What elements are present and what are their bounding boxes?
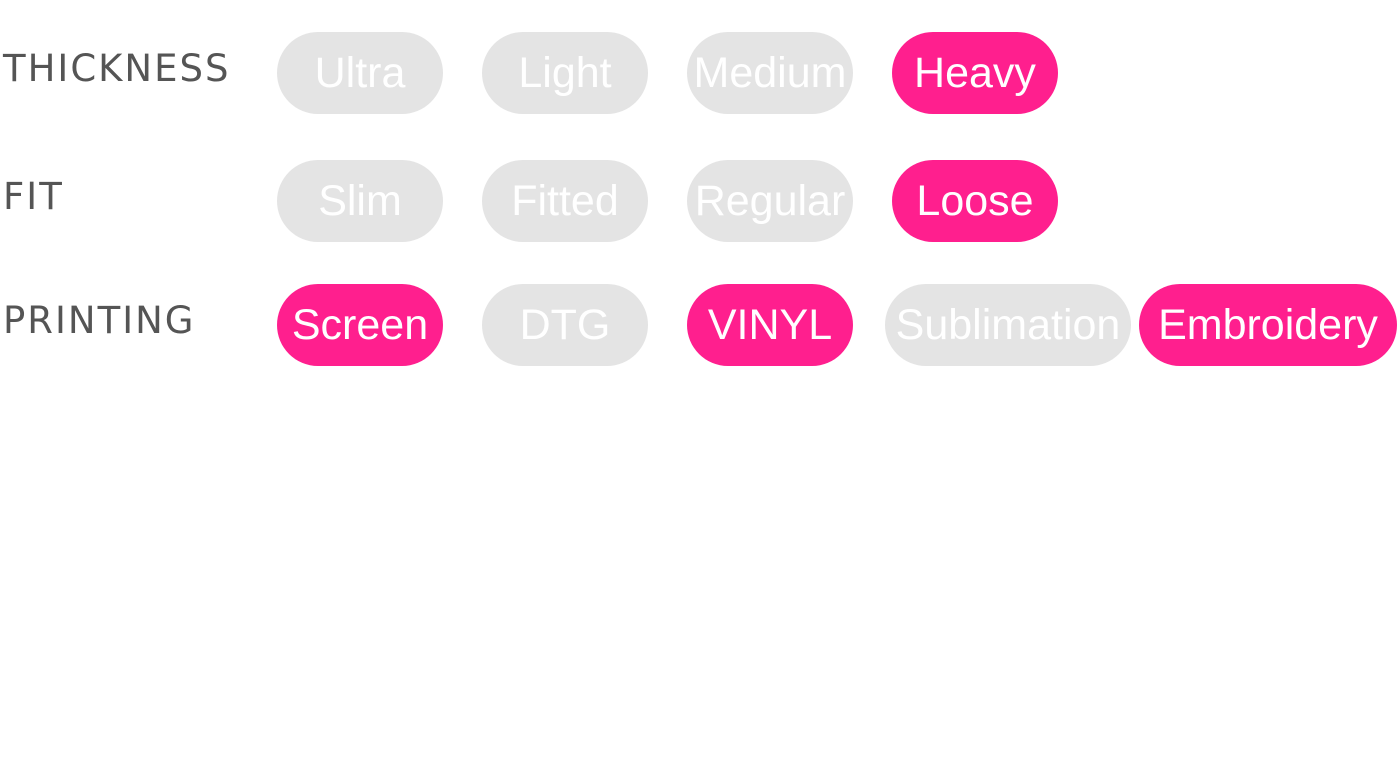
printing-option-sublimation[interactable]: Sublimation — [885, 284, 1131, 366]
printing-option-vinyl[interactable]: VINYL — [687, 284, 853, 366]
printing-option-dtg[interactable]: DTG — [482, 284, 648, 366]
fit-option-regular[interactable]: Regular — [687, 160, 853, 242]
fit-option-slim[interactable]: Slim — [277, 160, 443, 242]
fit-option-loose[interactable]: Loose — [892, 160, 1058, 242]
printing-option-embroidery[interactable]: Embroidery — [1139, 284, 1397, 366]
fit-label: FIT — [3, 175, 64, 218]
thickness-option-medium[interactable]: Medium — [687, 32, 853, 114]
printing-label: PRINTING — [3, 299, 196, 342]
fit-option-fitted[interactable]: Fitted — [482, 160, 648, 242]
thickness-option-ultra[interactable]: Ultra — [277, 32, 443, 114]
thickness-option-heavy[interactable]: Heavy — [892, 32, 1058, 114]
thickness-option-light[interactable]: Light — [482, 32, 648, 114]
thickness-label: THICKNESS — [3, 47, 231, 90]
printing-option-screen[interactable]: Screen — [277, 284, 443, 366]
